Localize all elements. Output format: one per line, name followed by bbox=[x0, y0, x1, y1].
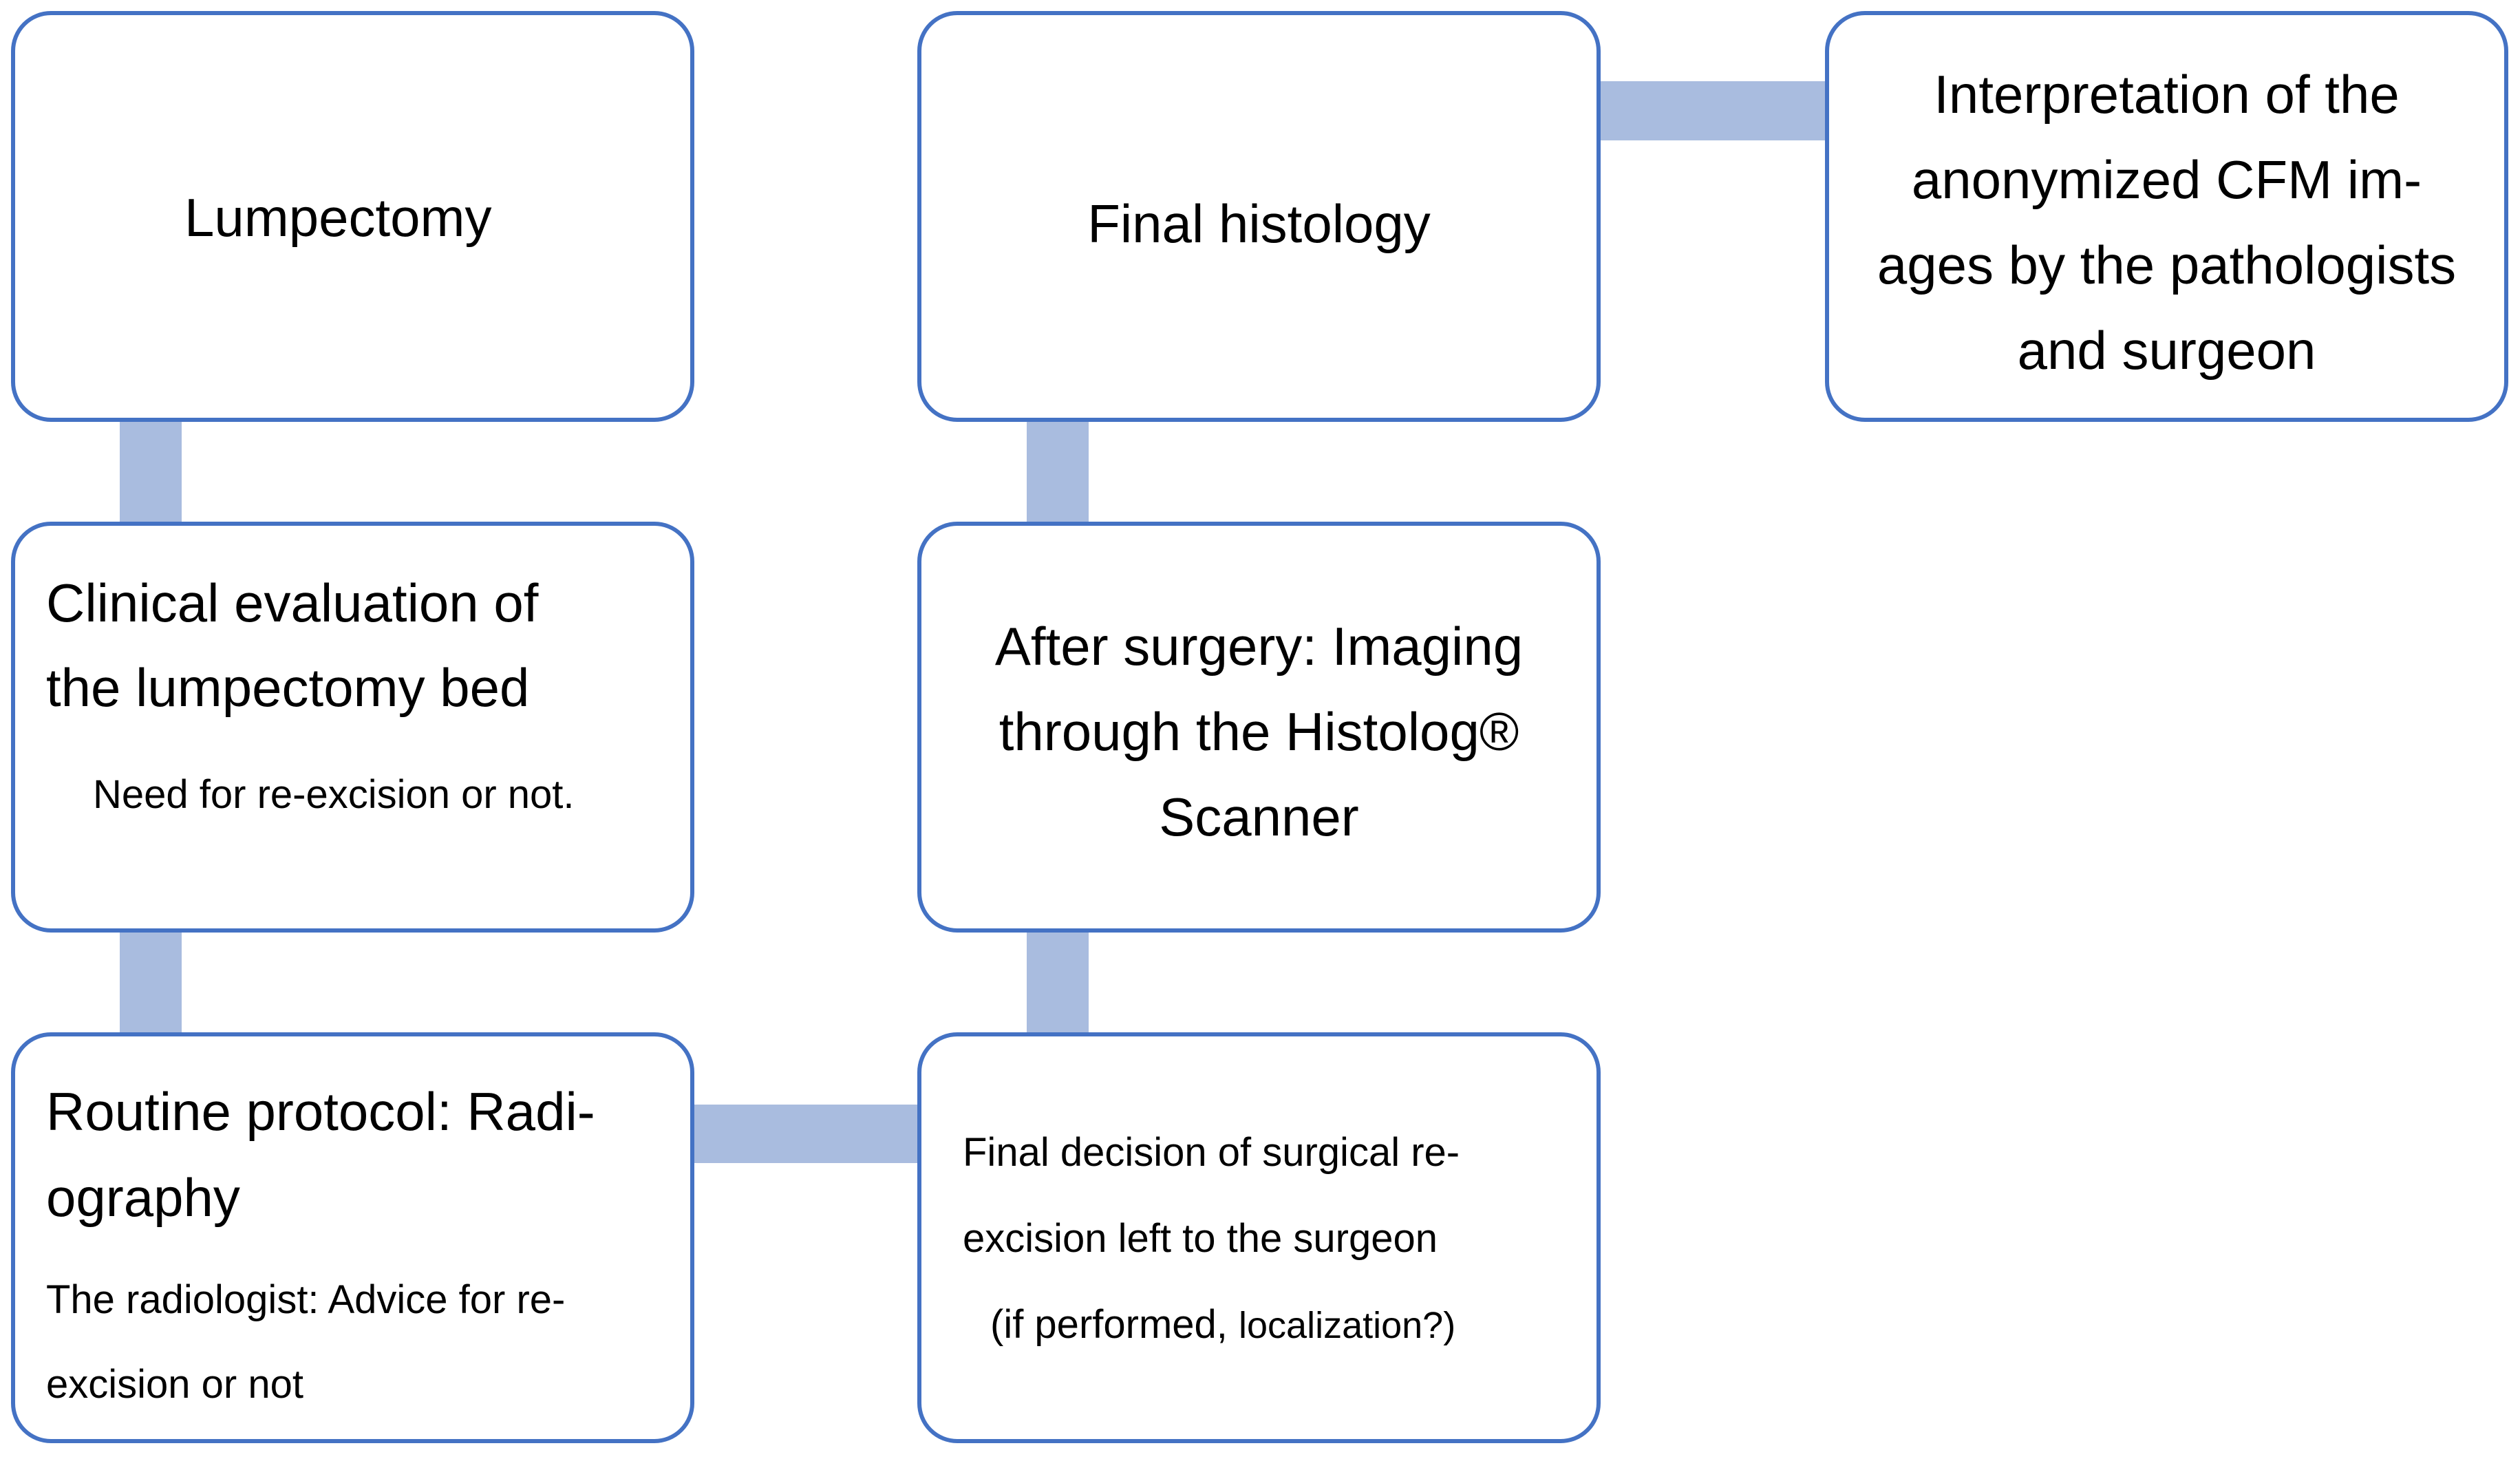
box-clinical-evaluation: Clinical evaluation of the lumpectomy be… bbox=[11, 522, 694, 933]
connector-decision-to-aftersurgery bbox=[1027, 922, 1089, 1039]
connector-routine-to-decision bbox=[688, 1105, 926, 1163]
routine-protocol-title-line1: Routine protocol: Radi- bbox=[46, 1081, 595, 1142]
clinical-evaluation-title-line2: the lumpectomy bed bbox=[46, 657, 530, 718]
box-final-histology: Final histology bbox=[917, 11, 1601, 422]
interpretation-line4: and surgeon bbox=[2017, 320, 2316, 381]
interpretation-line1: Interpretation of the bbox=[1934, 64, 2400, 125]
routine-protocol-title-line2: ography bbox=[46, 1167, 240, 1228]
box-after-surgery: After surgery: Imaging through the Histo… bbox=[917, 522, 1601, 933]
after-surgery-line3: Scanner bbox=[1159, 787, 1359, 847]
interpretation-line2: anonymized CFM im- bbox=[1911, 149, 2422, 210]
after-surgery-text: After surgery: Imaging through the Histo… bbox=[921, 615, 1597, 871]
final-decision-line3-small: localization?) bbox=[1239, 1305, 1456, 1346]
lumpectomy-title: Lumpectomy bbox=[184, 187, 492, 248]
box-routine-protocol: Routine protocol: Radi- ography The radi… bbox=[11, 1032, 694, 1443]
final-decision-line3-main: (if performed, bbox=[990, 1302, 1228, 1347]
connector-histology-to-interpretation bbox=[1597, 81, 1834, 140]
after-surgery-line2: through the Histolog® bbox=[999, 701, 1519, 762]
clinical-evaluation-title-line1: Clinical evaluation of bbox=[46, 573, 539, 633]
connector-aftersurgery-to-histology bbox=[1027, 413, 1089, 530]
clinical-evaluation-note: Need for re-excision or not. bbox=[93, 772, 575, 817]
routine-protocol-note-line1: The radiologist: Advice for re- bbox=[46, 1277, 566, 1322]
final-decision-line2: excision left to the surgeon bbox=[963, 1216, 1438, 1261]
final-histology-title: Final histology bbox=[1087, 193, 1431, 254]
final-decision-line1: Final decision of surgical re- bbox=[963, 1130, 1460, 1175]
box-final-decision: Final decision of surgical re- excision … bbox=[917, 1032, 1601, 1443]
routine-protocol-note-line2: excision or not bbox=[46, 1362, 303, 1407]
box-interpretation: Interpretation of the anonymized CFM im-… bbox=[1825, 11, 2508, 422]
final-decision-line3: (if performed, localization?) bbox=[990, 1305, 1455, 1345]
box-lumpectomy: Lumpectomy bbox=[11, 11, 694, 422]
connector-lumpectomy-to-clinical bbox=[120, 413, 182, 530]
connector-clinical-to-routine bbox=[120, 922, 182, 1039]
interpretation-line3: ages by the pathologists bbox=[1877, 235, 2457, 295]
interpretation-text: Interpretation of the anonymized CFM im-… bbox=[1829, 63, 2504, 405]
after-surgery-line1: After surgery: Imaging bbox=[994, 616, 1524, 677]
